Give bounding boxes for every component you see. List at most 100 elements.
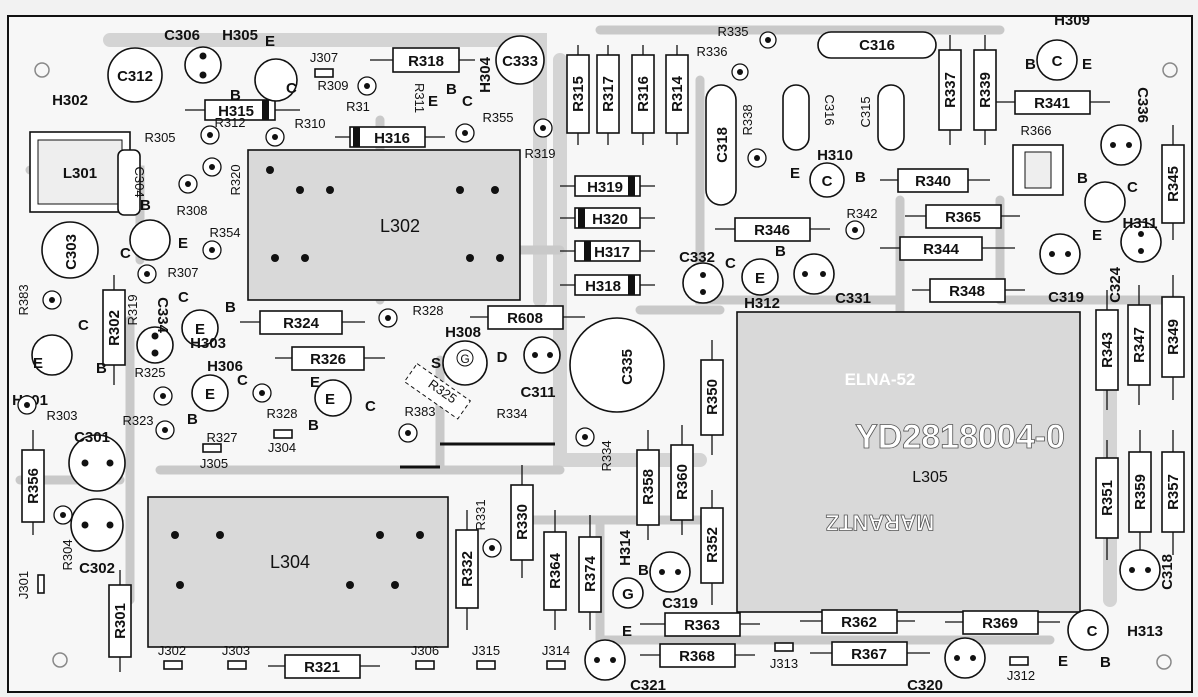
label-r356: R356 — [25, 468, 42, 504]
svg-text:E: E — [622, 623, 632, 640]
label-c335: C335 — [619, 349, 636, 385]
label-c302: C302 — [79, 560, 115, 577]
label-h312: H312 — [744, 295, 780, 312]
label-r365: R366 — [1020, 123, 1051, 138]
label-h310: H310 — [817, 147, 853, 164]
label-c321: C324 — [1107, 266, 1124, 303]
label-c316: C316 — [822, 94, 837, 125]
svg-text:E: E — [195, 321, 205, 338]
svg-text:B: B — [1025, 56, 1036, 73]
label-r343: R343 — [1099, 332, 1116, 368]
label-h313: H313 — [1127, 623, 1163, 640]
svg-text:D: D — [497, 349, 508, 366]
label-r337: R337 — [942, 72, 959, 108]
label-h316: H316 — [374, 130, 410, 147]
label-h315: H315 — [218, 103, 254, 120]
label-c332: C319 — [662, 595, 698, 612]
svg-text:B: B — [638, 562, 649, 579]
label-r319: R319 — [125, 294, 140, 325]
label-c306: C306 — [164, 27, 200, 44]
label-r344: R344 — [923, 241, 960, 258]
label-r354: R354 — [209, 225, 240, 240]
label-h303: H303 — [190, 335, 226, 352]
coil-l305: ELNA-52 YD2818004-0 L305 MARANTZ — [736, 311, 1081, 613]
label-h311: H311 — [1122, 215, 1157, 232]
svg-text:B: B — [230, 87, 241, 104]
label-r305: R305 — [144, 130, 175, 145]
label-c322: C332 — [679, 249, 715, 266]
label-r364: R365 — [945, 209, 981, 226]
label-c303: C303 — [63, 234, 80, 270]
label-r366: R367 — [851, 646, 887, 663]
label-h304: H304 — [477, 56, 494, 93]
label-r358: R358 — [640, 469, 657, 505]
label-c304: C304 — [132, 166, 147, 197]
svg-text:C: C — [462, 93, 473, 110]
coil-l304: L304 — [147, 496, 449, 648]
label-r349: R349 — [1165, 319, 1182, 355]
label-h317: H317 — [594, 244, 630, 261]
label-j301: J301 — [16, 571, 31, 599]
svg-text:C: C — [78, 317, 89, 334]
label-h305: H305 — [222, 27, 258, 44]
label-j306: J306 — [411, 643, 439, 658]
resistors-vertical: R315 R317 R316 R314 R337 R339 R345 R343 … — [21, 35, 1185, 672]
svg-text:E: E — [325, 391, 335, 408]
label-r340: R340 — [915, 173, 951, 190]
label-l304: L304 — [270, 552, 310, 572]
label-h309: H309 — [1054, 12, 1090, 29]
label-r308: R308 — [176, 203, 207, 218]
svg-text:E: E — [178, 235, 188, 252]
label-r307: R307 — [167, 265, 198, 280]
mounting-hole — [1156, 654, 1172, 670]
label-r302: R302 — [106, 310, 123, 346]
label-r312: R312 — [214, 115, 245, 130]
label-c311: C311 — [520, 384, 555, 401]
label-r348: R348 — [949, 283, 985, 300]
label-j305: J305 — [200, 456, 228, 471]
coil-l301: L301 — [29, 131, 131, 213]
svg-text:C: C — [286, 80, 297, 97]
label-r331: R331 — [473, 499, 488, 530]
svg-text:C: C — [725, 255, 736, 272]
svg-text:B: B — [96, 360, 107, 377]
svg-text:B: B — [1100, 654, 1111, 671]
label-r335: R335 — [717, 24, 748, 39]
label-r347: R347 — [1131, 327, 1148, 363]
label-h306: H306 — [207, 358, 243, 375]
svg-text:B: B — [308, 417, 319, 434]
label-c333: C320 — [907, 677, 943, 694]
capacitors: C312 C306 C333 C303 C301 C302 C334 C335 … — [41, 27, 1176, 694]
label-r316: R317 — [600, 76, 617, 112]
label-r322: R324 — [283, 315, 320, 332]
label-c331: C318 — [1159, 554, 1176, 590]
label-r339: R339 — [977, 72, 994, 108]
svg-text:E: E — [33, 355, 43, 372]
label-r31: R31 — [346, 99, 370, 114]
svg-text:B: B — [446, 81, 457, 98]
label-r345: R345 — [1165, 166, 1182, 202]
label-h320: H320 — [592, 211, 628, 228]
label-r341: R341 — [1034, 95, 1070, 112]
jumpers: J307 J305 J304 J301 J302 J303 J306 J315 … — [16, 50, 1035, 683]
label-c318: C318 — [714, 127, 731, 163]
label-r323: R323 — [122, 413, 153, 428]
label-r304: R304 — [60, 539, 75, 570]
label-h314: H314 — [617, 529, 634, 566]
brand-marking: MARANTZ — [826, 510, 935, 535]
svg-text:B: B — [775, 243, 786, 260]
label-r314: R315 — [570, 76, 587, 112]
label-l302: L302 — [380, 216, 420, 236]
label-r369: R374 — [582, 555, 599, 592]
label-c324: C334 — [154, 297, 171, 334]
mounting-hole — [52, 652, 68, 668]
label-r361: R362 — [841, 614, 877, 631]
label-r383: R383 — [16, 284, 31, 315]
label-r309: R309 — [317, 78, 348, 93]
svg-text:B: B — [140, 197, 151, 214]
label-r315: R316 — [635, 76, 652, 112]
label-r310: R310 — [294, 116, 325, 131]
svg-text:E: E — [755, 270, 765, 287]
label-r327: R328 — [266, 406, 297, 421]
svg-text:E: E — [265, 33, 275, 50]
